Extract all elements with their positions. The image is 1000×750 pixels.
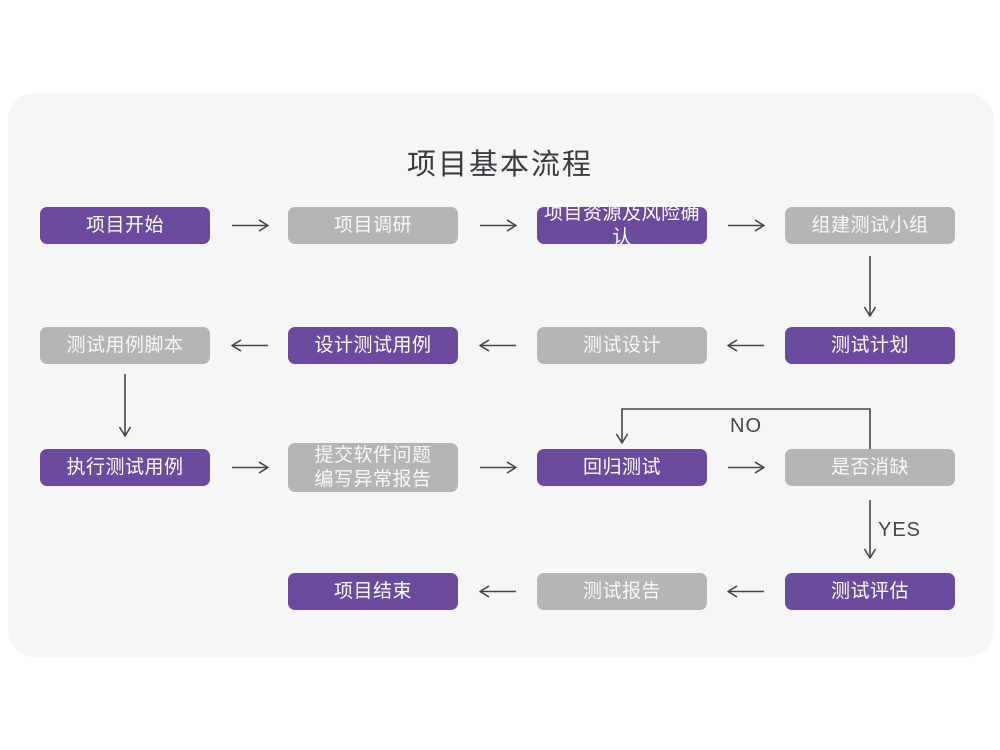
node-test-report: 测试报告 bbox=[537, 573, 707, 610]
node-resource-risk: 项目资源及风险确认 bbox=[537, 203, 707, 248]
node-design-test-cases: 设计测试用例 bbox=[288, 327, 458, 364]
node-regression-test: 回归测试 bbox=[537, 449, 707, 486]
node-project-research: 项目调研 bbox=[288, 207, 458, 244]
node-test-design: 测试设计 bbox=[537, 327, 707, 364]
node-test-plan: 测试计划 bbox=[785, 327, 955, 364]
edge-label-no: NO bbox=[730, 415, 762, 437]
node-defect-resolved: 是否消缺 bbox=[785, 449, 955, 486]
node-project-end: 项目结束 bbox=[288, 573, 458, 610]
flowchart-card bbox=[8, 93, 994, 657]
node-build-test-team: 组建测试小组 bbox=[785, 207, 955, 244]
node-test-evaluation: 测试评估 bbox=[785, 573, 955, 610]
node-execute-test-cases: 执行测试用例 bbox=[40, 449, 210, 486]
node-test-case-script: 测试用例脚本 bbox=[40, 327, 210, 364]
node-submit-issues-report: 提交软件问题 编写异常报告 bbox=[288, 443, 458, 492]
node-project-start: 项目开始 bbox=[40, 207, 210, 244]
diagram-title: 项目基本流程 bbox=[406, 149, 593, 181]
edge-label-yes: YES bbox=[878, 519, 922, 541]
